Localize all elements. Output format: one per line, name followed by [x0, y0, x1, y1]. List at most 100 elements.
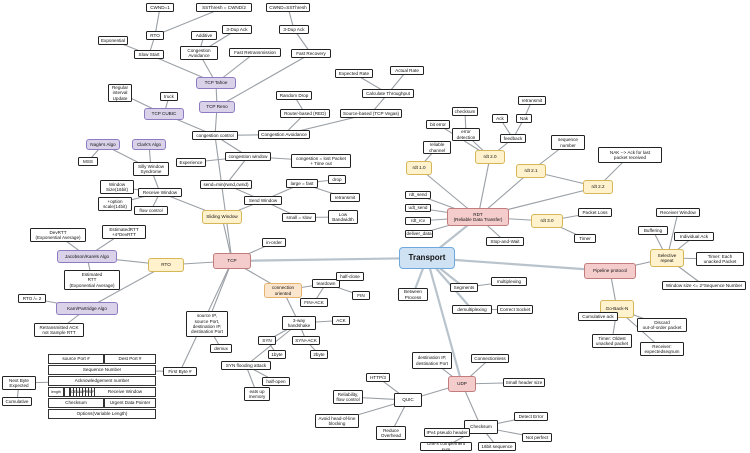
node-transport: Transport [399, 247, 455, 269]
node-deliver-data: deliver_data [405, 230, 433, 238]
node-stop-and-wait: Stop-and-Wait [486, 237, 524, 246]
node-send-window: Send Window [244, 196, 282, 205]
node-hdr-seq: Sequence Number [48, 365, 156, 375]
node-rdt22: rdt 2.2 [583, 180, 613, 194]
node-rdt21: rdt 2.1 [516, 164, 546, 178]
node-ack: Ack [492, 114, 508, 123]
node-congestion-control: congestion control [192, 131, 238, 140]
node-expected-rate: Expected Rate [335, 69, 373, 78]
node-hdr-length: length [48, 387, 64, 397]
node-rdt: RDT (Reliable Data Transfer) [447, 208, 509, 226]
node-additive: Additive [191, 31, 217, 40]
node-flow-control: flow control [134, 206, 168, 215]
node-bit16-sequence: 16bit sequence [478, 442, 516, 451]
node-between-process: Between Process [398, 288, 428, 301]
node-tcp-reno: TCP Reno [199, 101, 235, 113]
node-truck: truck [160, 92, 178, 101]
node-buffering: Buffering [638, 226, 668, 235]
node-one-byte: 1byte [268, 350, 286, 359]
node-connectionless: Connectionless [471, 354, 509, 363]
node-fin: FIN [352, 291, 370, 300]
node-source-ip-port: source IP, source Port, destination IP, … [186, 311, 228, 337]
connector-rto_top-cwnd1 [154, 6, 161, 37]
connector-transport-udp [425, 256, 464, 386]
node-router-based: Router-based (RED) [280, 109, 330, 118]
node-hdr-source-port: source Port # [48, 354, 104, 364]
node-receiver-expected: Receiver: expectedseqnum [640, 342, 684, 356]
node-next-byte: Next Byte Expected [2, 376, 36, 390]
node-window-size-sr: Window size <= 2*Sequence Number [662, 281, 746, 290]
connector-tcp_reno-fast_recovery [216, 52, 312, 108]
node-karn: Karn/Partridge Algo [56, 302, 118, 315]
node-hdr-blank [64, 387, 70, 397]
node-selective-repeat: Selective repeat [650, 249, 684, 267]
node-hdr-ack: Acknowledgement number [48, 376, 156, 386]
node-slow-start: Slow Start [134, 50, 164, 59]
node-source-based: Source-based (TCP Vegas) [340, 109, 402, 118]
node-clark: Clark's Algo [132, 139, 166, 150]
node-regular-interval: Regular interval Update [108, 84, 132, 102]
node-checksum-udp: Checksum [464, 420, 498, 434]
node-rdt-rcv: rdt_rcv [405, 217, 431, 225]
node-http3: HTTP/3 [366, 373, 390, 382]
node-devrtt: DevRTT (Exponential Average) [30, 228, 86, 242]
node-mss: MSS [78, 157, 98, 166]
node-tcp-cubic: TCP CUBIC [144, 108, 184, 120]
connector-transport-tcp [230, 256, 429, 263]
node-receive-window: Receive Window [138, 188, 182, 197]
node-hdr-urgent: Urgent Data Pointer [104, 398, 156, 408]
node-window-size-tcp: Window Size(16bit) [100, 180, 134, 194]
connector-rto_top-ssthresh [154, 6, 225, 37]
node-syn-ack: SYN+ACK [292, 336, 320, 345]
node-estimated-rtt-formula: EstimatedRTT +4*DevRTT [102, 225, 146, 239]
node-send-min: send=min(rwnd,cwnd) [200, 180, 252, 189]
node-connection-oriented: connection oriented [264, 283, 302, 298]
node-fast-retransmission: Fast Retransmission [229, 48, 281, 57]
node-receiver-window: Receiver Window [656, 208, 700, 217]
node-cumulative: Cumulative [2, 397, 32, 406]
node-half-open: half-open [262, 377, 290, 386]
node-segments: Segments [450, 283, 478, 292]
node-first-byte: First Byte # [163, 367, 197, 376]
node-rto-x2: RTO /= 2 [18, 294, 46, 303]
node-hdr-options: Options(Variable Length) [48, 409, 156, 419]
node-feedback: feedback [500, 134, 526, 143]
node-tcp-tahoe: TCP Tahoe [196, 77, 236, 89]
node-udp: UDP [448, 376, 476, 392]
node-silly-window: Silly Window Syndrome [133, 162, 169, 176]
node-individual-ack: Individual Ack [674, 232, 714, 241]
node-not-perfect: Not perfect [522, 433, 552, 442]
node-ones-complement: One's complement sum [420, 441, 472, 452]
node-congestion-loss: congestion = lost Packet + Time out [291, 154, 351, 168]
node-timer-rdt: Timer [574, 234, 596, 243]
node-rto: RTO [148, 258, 184, 272]
node-detect-error: Detect Error [514, 412, 548, 421]
node-rto-top: RTO [146, 31, 164, 40]
node-reliable-channel: reliable channel [423, 141, 451, 154]
node-packet-loss: Packet Loss [578, 208, 612, 217]
node-pipeline: Pipeline protocol [584, 263, 636, 279]
node-demux: demux [210, 344, 232, 353]
connector-rto-karn [86, 264, 167, 310]
node-option-scale: +option scale(14bit) [98, 197, 132, 211]
node-small-header: Small header size [503, 378, 545, 387]
node-nak: Nak [516, 114, 532, 123]
node-correct-socket: Correct Socket [497, 305, 533, 314]
node-error-detection: error detection [452, 128, 480, 141]
node-congestion-avoidance-main: Congestion Avoidance [258, 130, 310, 139]
node-udt-send: udt_send [405, 204, 431, 212]
node-checksum-rdt: checksum [452, 107, 478, 116]
node-small-slow: small = slow [282, 213, 316, 222]
node-rdt20: rdt 2.0 [475, 150, 505, 164]
node-cumulative-ack: Cumulative ack [578, 312, 618, 321]
node-two-byte: 2byte [310, 350, 328, 359]
node-syn: SYN [258, 336, 276, 345]
node-drop: drop [328, 175, 346, 184]
node-rdt-send: rdt_send [405, 191, 431, 199]
node-sequence-number: sequence number [551, 135, 585, 150]
node-congestion-window: congestion window [225, 152, 271, 161]
connector-tcp-congestion_control [214, 134, 233, 262]
node-random-drop: Random Drop [276, 91, 312, 100]
node-dest-ip-port: destination IP, destination Port [412, 352, 452, 369]
